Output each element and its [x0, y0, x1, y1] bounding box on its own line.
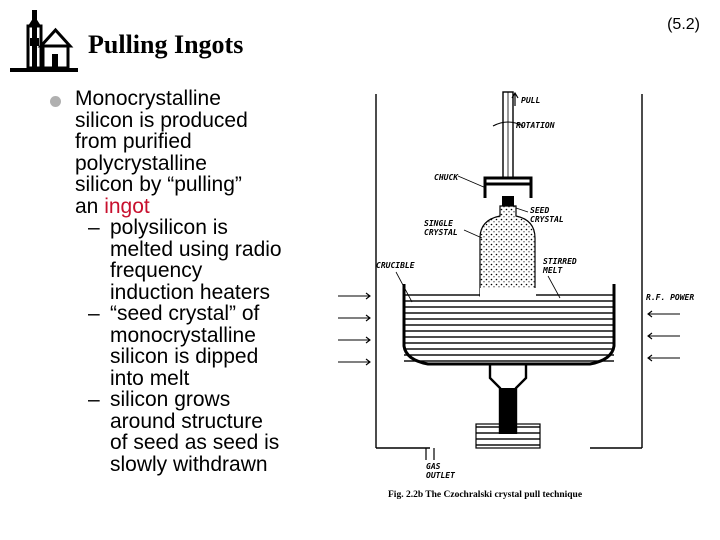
label-pull: PULL: [521, 96, 540, 105]
bullet-line: silicon by “pulling”: [75, 173, 242, 196]
slide-number: (5.2): [667, 16, 700, 33]
pull-arrow: [511, 91, 519, 106]
bullet-line: silicon is produced: [75, 108, 248, 132]
sub-line: melted using radio: [110, 237, 282, 261]
sub-line: of seed as seed is: [110, 431, 280, 454]
chuck: [483, 176, 533, 198]
sub-line: silicon is dipped: [110, 345, 259, 368]
sub-line: around structure: [110, 409, 263, 433]
label-rf-power: R.F. POWER: [646, 293, 694, 302]
label-single-crystal: CRYSTAL: [424, 228, 458, 237]
label-gas: GAS: [426, 462, 441, 471]
label-stirred-melt: MELT: [542, 266, 563, 275]
sub-line: “seed crystal” of: [110, 302, 260, 325]
gas-outlet: [425, 448, 435, 460]
sub-line: slowly withdrawn: [110, 452, 268, 476]
rotation-arrow: [492, 121, 524, 127]
label-crucible: CRUCIBLE: [376, 261, 415, 270]
figure-caption: Fig. 2.2b The Czochralski crystal pull t…: [388, 490, 583, 500]
sub-bullet: – silicon grows around structure of seed…: [88, 389, 340, 475]
rf-arrows-left: [338, 292, 371, 366]
bullet-line: from purified: [75, 130, 192, 153]
label-chuck: CHUCK: [434, 173, 459, 182]
dash-marker: –: [88, 302, 100, 325]
slide-title: Pulling Ingots: [88, 30, 244, 59]
bullet-line-last: an ingot: [75, 194, 248, 218]
melt: [404, 292, 614, 362]
sub-line: polysilicon is: [110, 216, 228, 239]
dash-marker: –: [88, 216, 100, 239]
main-bullet: Monocrystalline silicon is produced from…: [50, 88, 340, 217]
sub-line: frequency: [110, 259, 203, 282]
chamber-outline: [375, 94, 643, 448]
dash-marker: –: [88, 388, 100, 411]
label-single: SINGLE: [424, 219, 453, 228]
sub-line: induction heaters: [110, 280, 270, 304]
label-seed-crystal: CRYSTAL: [530, 215, 564, 224]
sub-line: monocrystalline: [110, 323, 256, 347]
single-crystal: [479, 205, 536, 297]
label-seed: SEED: [530, 206, 549, 215]
sub-bullet: – “seed crystal” of monocrystalline sili…: [88, 303, 340, 389]
bullet-list: Monocrystalline silicon is produced from…: [50, 88, 340, 475]
sub-line: into melt: [110, 366, 190, 390]
label-gas-outlet: OUTLET: [426, 471, 456, 480]
sub-line: silicon grows: [110, 388, 231, 411]
ingot-highlight: ingot: [104, 194, 150, 218]
rf-arrows-right: [647, 310, 680, 362]
bullet-line: Monocrystalline: [75, 87, 221, 110]
bullet-line: polycrystalline: [75, 151, 207, 175]
base-bearing: [475, 423, 541, 449]
label-stirred: STIRRED: [543, 257, 577, 266]
university-logo: [8, 8, 80, 78]
main-bullet-text: Monocrystalline silicon is produced from…: [75, 88, 248, 217]
label-rotation: ROTATION: [516, 121, 555, 130]
bullet-prefix: an: [75, 194, 105, 218]
czochralski-diagram: PULL ROTATION CHUCK SEED CRYSTAL SINGLE …: [338, 91, 694, 480]
bullet-dot: [50, 96, 61, 107]
sub-bullet: – polysilicon is melted using radio freq…: [88, 217, 340, 303]
